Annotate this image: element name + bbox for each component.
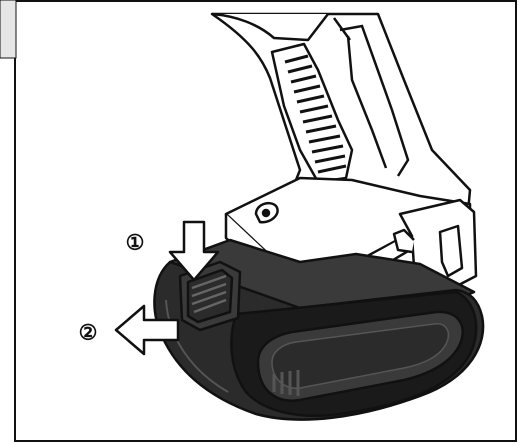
release-button-ribs: [191, 274, 227, 314]
battery-face-ribs: [272, 370, 300, 396]
battery-side-highlight: [165, 299, 229, 393]
grip-side-detail: [332, 17, 410, 177]
grip-ribs: [284, 54, 347, 174]
step-1-label: ①: [126, 232, 145, 255]
step-2-label: ②: [79, 322, 98, 345]
press-down-arrow-icon: [168, 220, 220, 282]
corner-tab: [0, 0, 17, 59]
pull-left-arrow-icon: [114, 304, 180, 356]
base-screw-icon: [254, 202, 279, 224]
